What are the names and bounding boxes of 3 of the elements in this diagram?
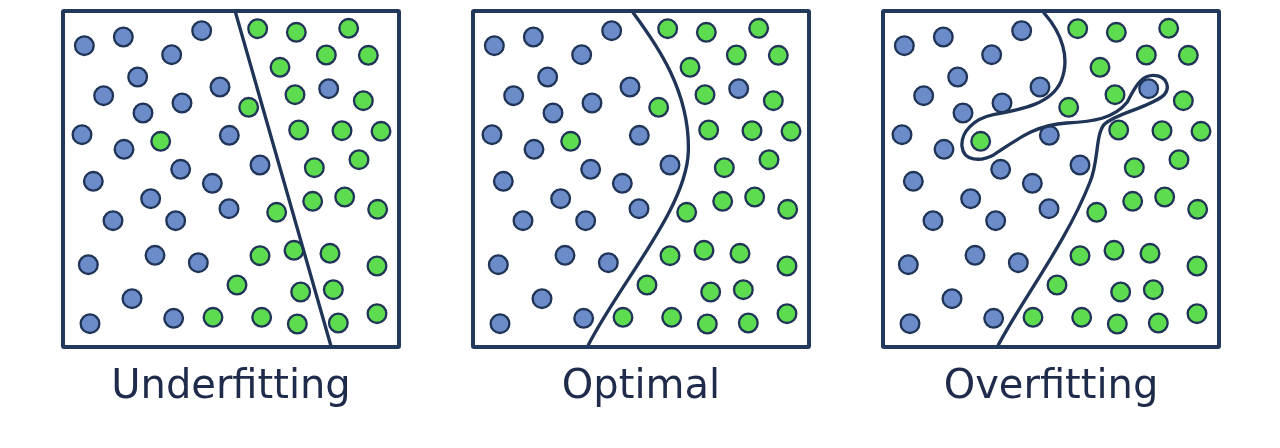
panel-caption: Overfitting [943, 361, 1159, 407]
panel-caption: Underfitting [111, 361, 351, 407]
panel-caption: Optimal [561, 361, 721, 407]
